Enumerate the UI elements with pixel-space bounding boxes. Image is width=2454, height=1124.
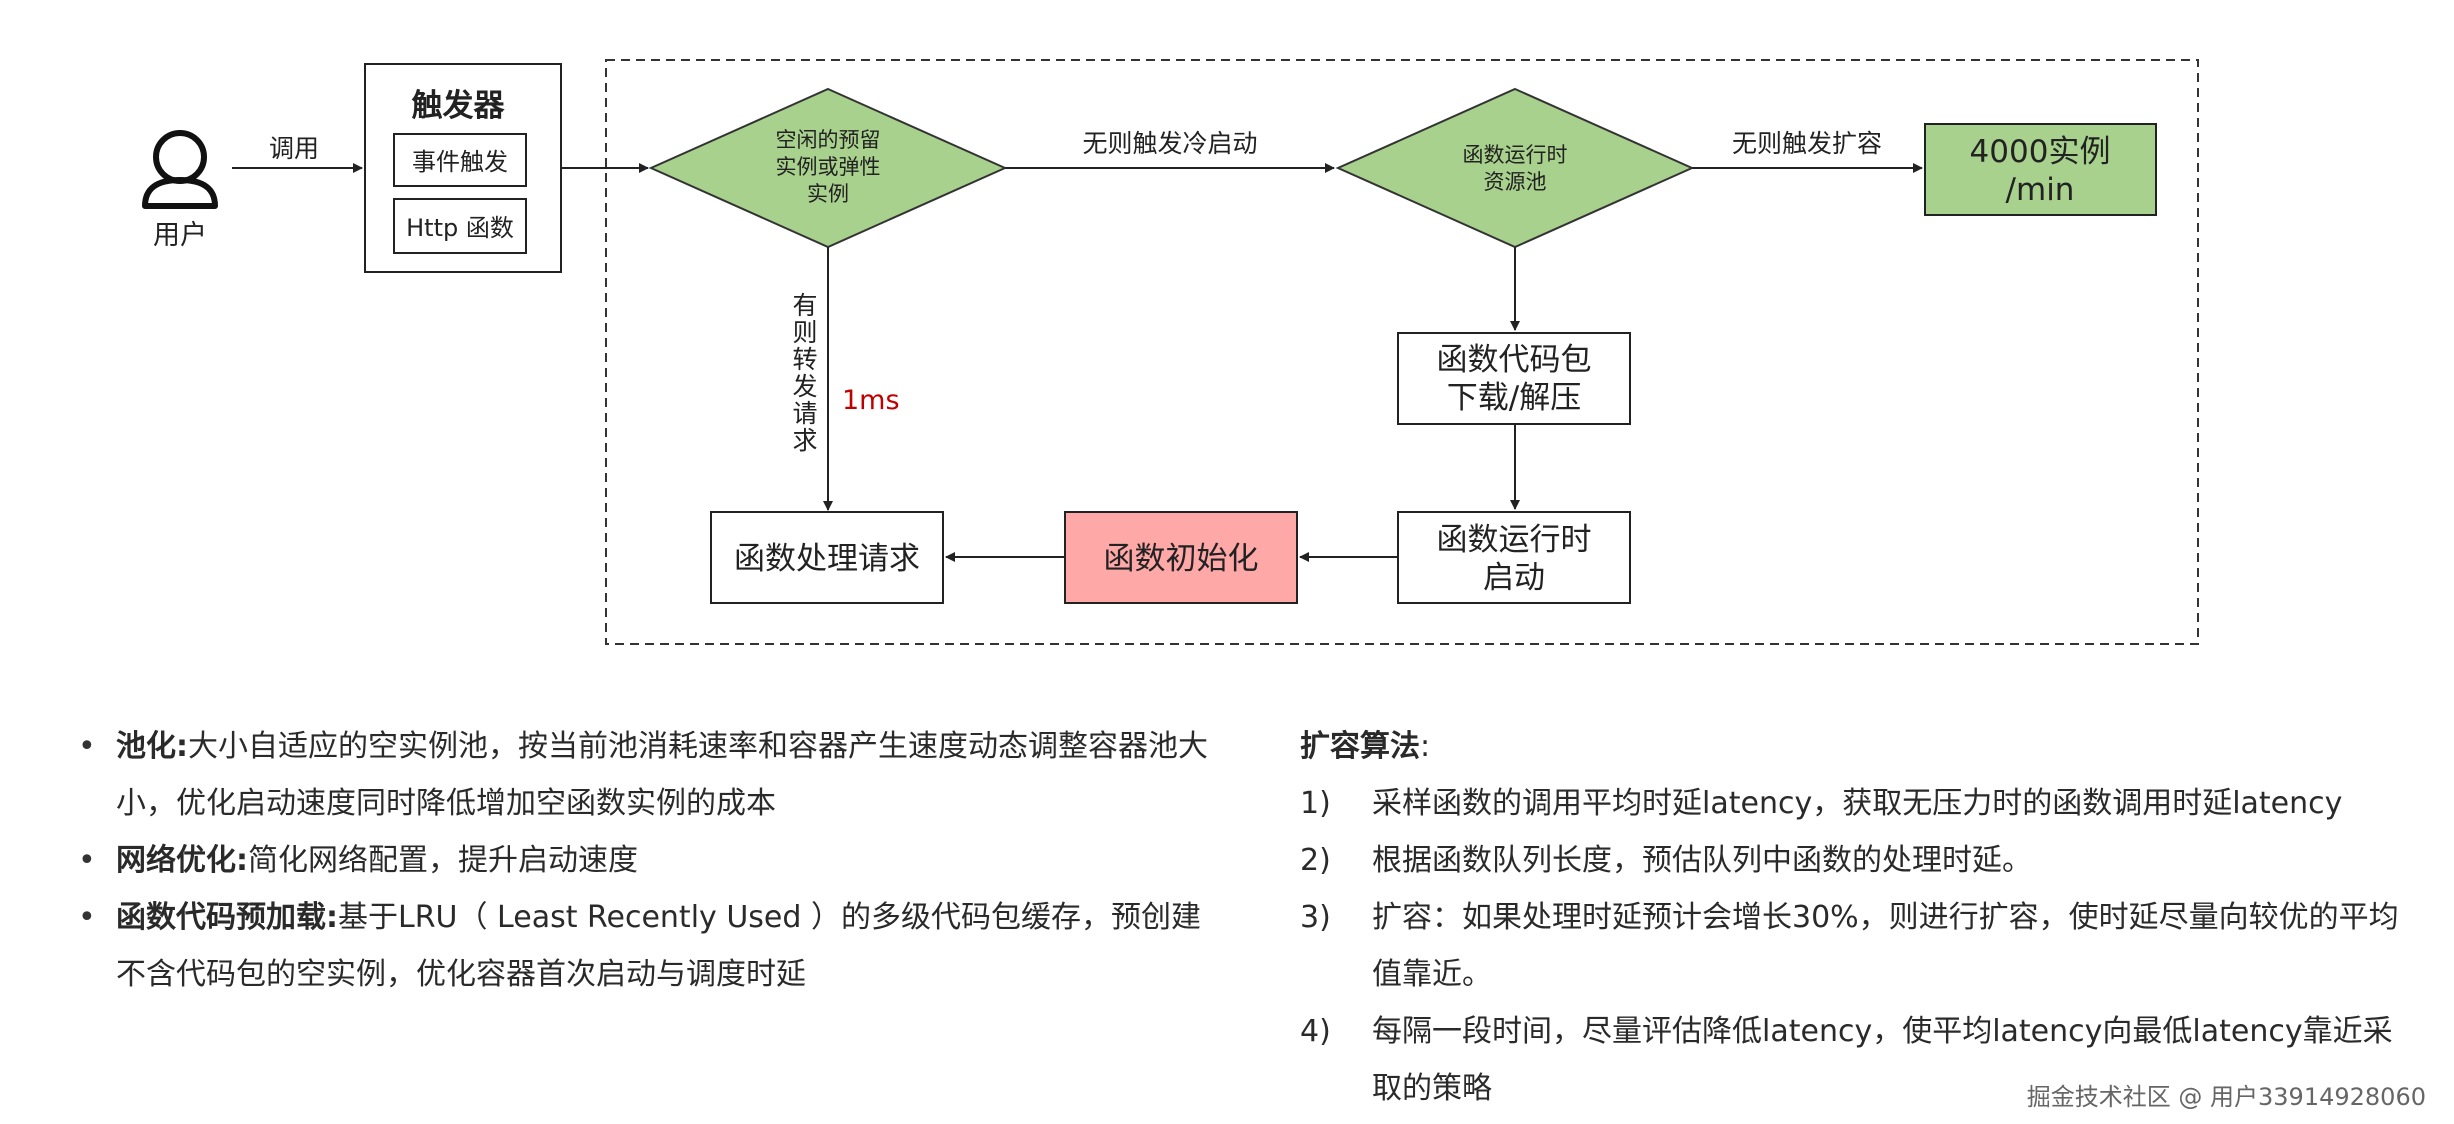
runtime-pool-decision-line-1: 函数运行时: [1463, 143, 1568, 167]
runtime-pool-decision-line-2: 资源池: [1484, 170, 1547, 194]
runtime-start-line-2: 启动: [1483, 560, 1545, 596]
idle-instance-decision-line-3: 实例: [807, 182, 849, 206]
algorithm-steps: 1) 采样函数的调用平均时延latency，获取无压力时的函数调用时延latenc…: [1300, 775, 2420, 1117]
step-text: 扩容：如果处理时延预计会增长30%，则进行扩容，使时延尽量向较优的平均值靠近。: [1372, 900, 2399, 992]
algorithm-title-colon: :: [1420, 729, 1431, 764]
step-number: 2): [1300, 843, 1331, 878]
event-trigger-label: 事件触发: [412, 148, 508, 176]
forward-label-char: 则: [792, 318, 817, 347]
bullet-pooling: 池化:大小自适应的空实例池，按当前池消耗速率和容器产生速度动态调整容器池大小，优…: [78, 718, 1228, 832]
user-label: 用户: [153, 220, 207, 251]
bullet-network: 网络优化:简化网络配置，提升启动速度: [78, 832, 1228, 889]
event-trigger-box: [393, 133, 527, 187]
step-text: 根据函数队列长度，预估队列中函数的处理时延。: [1372, 843, 2032, 878]
bullet-text: 简化网络配置，提升启动速度: [248, 843, 638, 878]
scale-label: 无则触发扩容: [1732, 129, 1882, 158]
idle-instance-decision-line-2: 实例或弹性: [776, 155, 881, 179]
idle-instance-decision-line-1: 空闲的预留: [776, 128, 881, 152]
bullet-title: 函数代码预加载:: [116, 900, 338, 935]
forward-label-char: 请: [792, 399, 817, 428]
user-icon: [142, 130, 218, 209]
algorithm-step: 4) 每隔一段时间，尽量评估降低latency，使平均latency向最低late…: [1300, 1003, 2420, 1117]
runtime-start-line-1: 函数运行时: [1437, 522, 1592, 558]
latency-label: 1ms: [842, 385, 900, 416]
forward-label-char: 转: [792, 345, 817, 374]
scaling-algorithm: 扩容算法: 1) 采样函数的调用平均时延latency，获取无压力时的函数调用时延…: [1300, 718, 2420, 1117]
rate-line-2: /min: [2006, 172, 2075, 208]
step-text: 每隔一段时间，尽量评估降低latency，使平均latency向最低latenc…: [1372, 1014, 2393, 1106]
forward-label-char: 有: [792, 291, 817, 320]
bullet-text: 基于LRU（ Least Recently Used ）的多级代码包缓存，预创建…: [116, 900, 1201, 992]
serverless-flow-diagram: 用户 调用 触发器 事件触发 Http 函数 空闲的预留 实例或弹性 实例 无则…: [142, 59, 2199, 645]
http-function-box: [393, 198, 527, 254]
bullet-title: 网络优化:: [116, 843, 248, 878]
bullet-preload: 函数代码预加载:基于LRU（ Least Recently Used ）的多级代…: [78, 889, 1228, 1003]
step-number: 1): [1300, 786, 1331, 821]
forward-label: 有 则 转 发 请 求: [792, 291, 817, 455]
http-function-label: Http 函数: [406, 214, 514, 242]
code-download-box: [1397, 332, 1631, 425]
bullet-title: 池化:: [116, 729, 188, 764]
algorithm-step: 3) 扩容：如果处理时延预计会增长30%，则进行扩容，使时延尽量向较优的平均值靠近…: [1300, 889, 2420, 1003]
rate-line-1: 4000实例: [1970, 134, 2111, 170]
algorithm-step: 1) 采样函数的调用平均时延latency，获取无压力时的函数调用时延latenc…: [1300, 775, 2420, 832]
step-text: 采样函数的调用平均时延latency，获取无压力时的函数调用时延latency: [1372, 786, 2343, 821]
code-download-line-1: 函数代码包: [1437, 342, 1592, 378]
trigger-title: 触发器: [412, 88, 506, 124]
rate-box: [1924, 123, 2157, 216]
step-number: 4): [1300, 1014, 1331, 1049]
forward-label-char: 求: [792, 426, 817, 455]
runtime-pool-decision: [1335, 87, 1695, 249]
dashed-region: [605, 59, 2199, 645]
code-download-line-2: 下载/解压: [1447, 380, 1581, 416]
algorithm-step: 2) 根据函数队列长度，预估队列中函数的处理时延。: [1300, 832, 2420, 889]
cold-start-label: 无则触发冷启动: [1082, 129, 1257, 158]
step-number: 3): [1300, 900, 1331, 935]
function-init-label: 函数初始化: [1104, 541, 1259, 577]
call-label: 调用: [269, 134, 319, 163]
forward-label-char: 发: [792, 372, 817, 401]
optimization-bullets: 池化:大小自适应的空实例池，按当前池消耗速率和容器产生速度动态调整容器池大小，优…: [78, 718, 1228, 1003]
handle-request-label: 函数处理请求: [734, 541, 920, 577]
watermark: 掘金技术社区 @ 用户33914928060: [2026, 1083, 2426, 1111]
bullet-text: 大小自适应的空实例池，按当前池消耗速率和容器产生速度动态调整容器池大小，优化启动…: [116, 729, 1208, 821]
runtime-start-box: [1397, 511, 1631, 604]
algorithm-title: 扩容算法:: [1300, 718, 2420, 775]
algorithm-title-text: 扩容算法: [1300, 729, 1420, 764]
handle-request-box: [710, 511, 944, 604]
